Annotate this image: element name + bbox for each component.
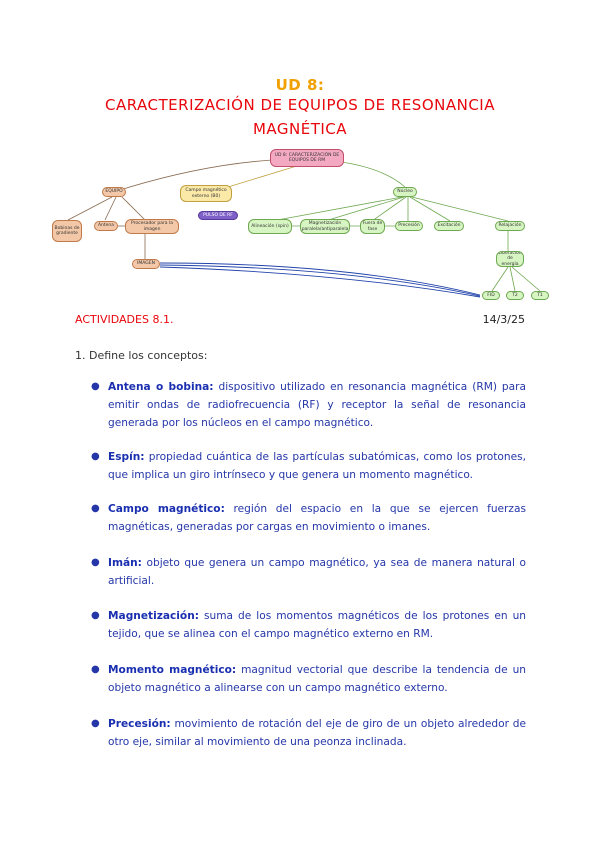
link-nucleo-excitacion [409, 196, 451, 222]
node-imagen: IMAGEN [132, 259, 160, 269]
node-equipo: EQUIPO [102, 187, 126, 197]
link-liberacion-fid [491, 266, 509, 292]
node-procesador: Procesador para la imagen [125, 219, 179, 234]
definition-term: Campo magnético: [108, 503, 225, 515]
node-root: UD 8: CARACTERIZACIÓN DE EQUIPOS DE RM [270, 149, 344, 167]
activities-label: ACTIVIDADES 8.1. [75, 313, 174, 326]
node-relajacion: Relajación [495, 221, 525, 231]
link-nucleo-magnetizacion [324, 196, 405, 222]
activities-header: ACTIVIDADES 8.1. 14/3/25 [75, 313, 525, 329]
definition-text: movimiento de rotación del eje de giro d… [108, 718, 526, 748]
link-equipo-bobinas [67, 196, 113, 221]
definition-term: Imán: [108, 557, 142, 569]
node-nucleo: Núcleo [393, 187, 417, 197]
definition-item: ● Precesión: movimiento de rotación del … [91, 715, 526, 751]
definition-term: Precesión: [108, 718, 171, 730]
node-pulso-rf: PULSO DE RF [198, 211, 238, 220]
link-equipo-antena [104, 196, 117, 221]
concept-map: UD 8: CARACTERIZACIÓN DE EQUIPOS DE RM E… [50, 145, 550, 305]
node-t1: T1 [531, 291, 549, 300]
link-liberacion-t2 [509, 266, 516, 292]
link-root-equipo [119, 159, 273, 191]
definition-item: ● Campo magnético: región del espacio en… [91, 500, 526, 536]
node-magnetizacion: Magnetización paralela/antiparalela [300, 219, 350, 234]
definition-text: magnitud vectorial que describe la tende… [108, 664, 526, 694]
page-title-line-2: MAGNÉTICA [252, 120, 348, 138]
node-t2: T2 [506, 291, 524, 300]
bullet-icon: ● [91, 664, 100, 675]
definition-item: ● Imán: objeto que genera un campo magné… [91, 554, 526, 590]
definition-term: Magnetización: [108, 610, 199, 622]
node-fuera-fase: Fuera de fase [360, 219, 385, 234]
bullet-icon: ● [91, 451, 100, 462]
link-imagen-fid-1 [159, 262, 481, 296]
link-equipo-procesador [121, 196, 146, 221]
node-liberacion-energia: Liberación de energía [496, 251, 524, 267]
question-1: 1. Define los conceptos: [75, 349, 208, 362]
definition-text: propiedad cuántica de las partículas sub… [108, 451, 526, 481]
definition-item: ● Momento magnético: magnitud vectorial … [91, 661, 526, 697]
node-antena: Antena [94, 221, 118, 231]
link-nucleo-relajacion [411, 196, 509, 222]
node-fid: FID [482, 291, 500, 300]
bullet-icon: ● [91, 718, 100, 729]
node-campo-magnetico: Campo magnético externo (B0) [180, 185, 232, 202]
definition-text: región del espacio en la que se ejercen … [108, 503, 526, 533]
page-title-line-1: CARACTERIZACIÓN DE EQUIPOS DE RESONANCIA [105, 96, 495, 114]
unit-title: UD 8: [275, 76, 325, 94]
definition-item: ● Espín: propiedad cuántica de las partí… [91, 448, 526, 484]
bullet-icon: ● [91, 503, 100, 514]
link-nucleo-alineacion [271, 196, 403, 222]
concept-map-links [67, 159, 541, 298]
definition-term: Espín: [108, 451, 145, 463]
bullet-icon: ● [91, 610, 100, 621]
bullet-icon: ● [91, 381, 100, 392]
link-imagen-fid-2 [159, 264, 481, 297]
link-liberacion-t1 [511, 266, 541, 292]
definition-term: Momento magnético: [108, 664, 237, 676]
definition-text: dispositivo utilizado en resonancia magn… [108, 381, 526, 429]
node-precesion: Precesión [395, 221, 423, 231]
definition-term: Antena o bobina: [108, 381, 214, 393]
definition-item: ● Magnetización: suma de los momentos ma… [91, 607, 526, 643]
node-bobinas-gradiente: Bobinas de gradiente [52, 220, 82, 242]
bullet-icon: ● [91, 557, 100, 568]
definition-text: objeto que genera un campo magnético, ya… [108, 557, 526, 587]
definition-text: suma de los momentos magnéticos de los p… [108, 610, 526, 640]
node-excitacion: Excitación [434, 221, 464, 231]
node-alineacion: Alineación (spin) [248, 219, 292, 234]
activities-date: 14/3/25 [482, 313, 525, 326]
link-imagen-fid-3 [159, 266, 481, 298]
link-root-campo [227, 164, 301, 188]
link-nucleo-fuera [371, 196, 407, 222]
definition-item: ● Antena o bobina: dispositivo utilizado… [91, 378, 526, 432]
